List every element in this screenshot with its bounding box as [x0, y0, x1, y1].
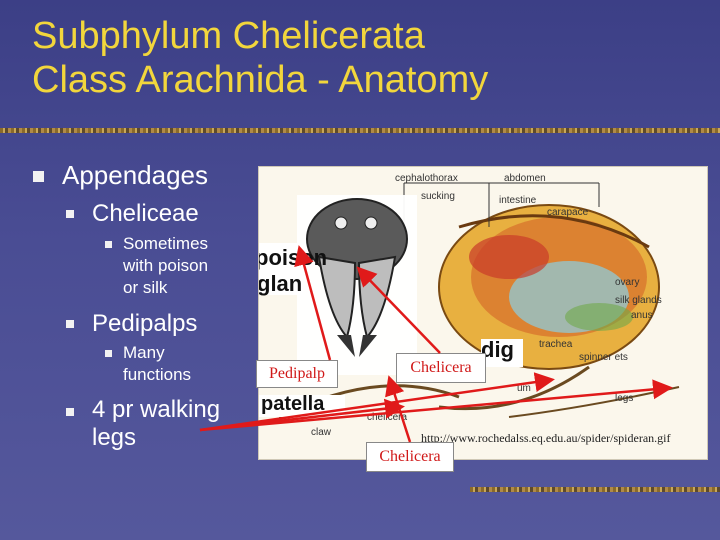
image-source-url: http://www.rochedalss.eq.edu.au/spider/s…: [421, 431, 671, 445]
legs-line: 4 pr walking: [92, 396, 221, 423]
label-patella-fragment: patella: [261, 393, 325, 415]
cheliceae-detail-line: Sometimes: [123, 234, 209, 253]
cheliceae-detail-line: or silk: [123, 278, 168, 297]
bullet-pedipalps-detail: Many functions: [123, 342, 191, 386]
title-divider: [0, 128, 720, 133]
callout-chelicera-top: Chelicera: [396, 353, 486, 383]
spider-anatomy-image: cephalothorax abdomen sucking intestine …: [258, 166, 708, 460]
title-line-1: Subphylum Chelicerata: [32, 15, 425, 57]
label-silk-glands: silk glands: [615, 295, 662, 306]
label-abdomen: abdomen: [504, 173, 546, 184]
label-anus: anus: [631, 310, 653, 321]
label-spinnerets: spinner ets: [579, 352, 628, 363]
callout-pedipalp: Pedipalp: [256, 360, 338, 388]
bullet-square-icon: [105, 241, 112, 248]
label-trachea: trachea: [539, 339, 573, 350]
bullet-square-icon: [66, 320, 74, 328]
slide-title: Subphylum Chelicerata Class Arachnida - …: [32, 14, 488, 102]
bullet-square-icon: [66, 210, 74, 218]
pedipalps-detail-line: Many: [123, 343, 165, 362]
bullet-square-icon: [33, 171, 44, 182]
label-chelicera-small: chelicera: [367, 412, 408, 423]
pedipalps-detail-line: functions: [123, 365, 192, 384]
bullet-legs: 4 pr walking legs: [92, 396, 220, 452]
bullet-pedipalps: Pedipalps: [92, 310, 198, 337]
bullet-appendages: Appendages: [62, 160, 209, 190]
bullet-square-icon: [66, 408, 74, 416]
callout-chelicera-bottom: Chelicera: [366, 442, 454, 472]
bullet-square-icon: [105, 350, 112, 357]
bullet-cheliceae: Cheliceae: [92, 200, 199, 227]
label-poison-fragment: poison: [258, 245, 328, 270]
label-um: um: [517, 383, 531, 394]
bottom-divider: [470, 487, 720, 492]
label-glan-fragment: glan: [258, 271, 303, 296]
label-legs: legs: [615, 393, 634, 404]
label-claw: claw: [311, 427, 332, 438]
label-ovary: ovary: [615, 277, 640, 288]
label-sucking: sucking: [421, 191, 455, 202]
label-cephalothorax: cephalothorax: [395, 173, 458, 184]
label-carapace: carapace: [547, 207, 589, 218]
bullet-cheliceae-detail: Sometimes with poison or silk: [123, 233, 208, 299]
legs-line: legs: [92, 424, 137, 451]
label-dig-fragment: dig: [481, 337, 514, 362]
title-line-2: Class Arachnida - Anatomy: [32, 59, 489, 101]
label-intestine: intestine: [499, 195, 537, 206]
cheliceae-detail-line: with poison: [123, 256, 209, 275]
